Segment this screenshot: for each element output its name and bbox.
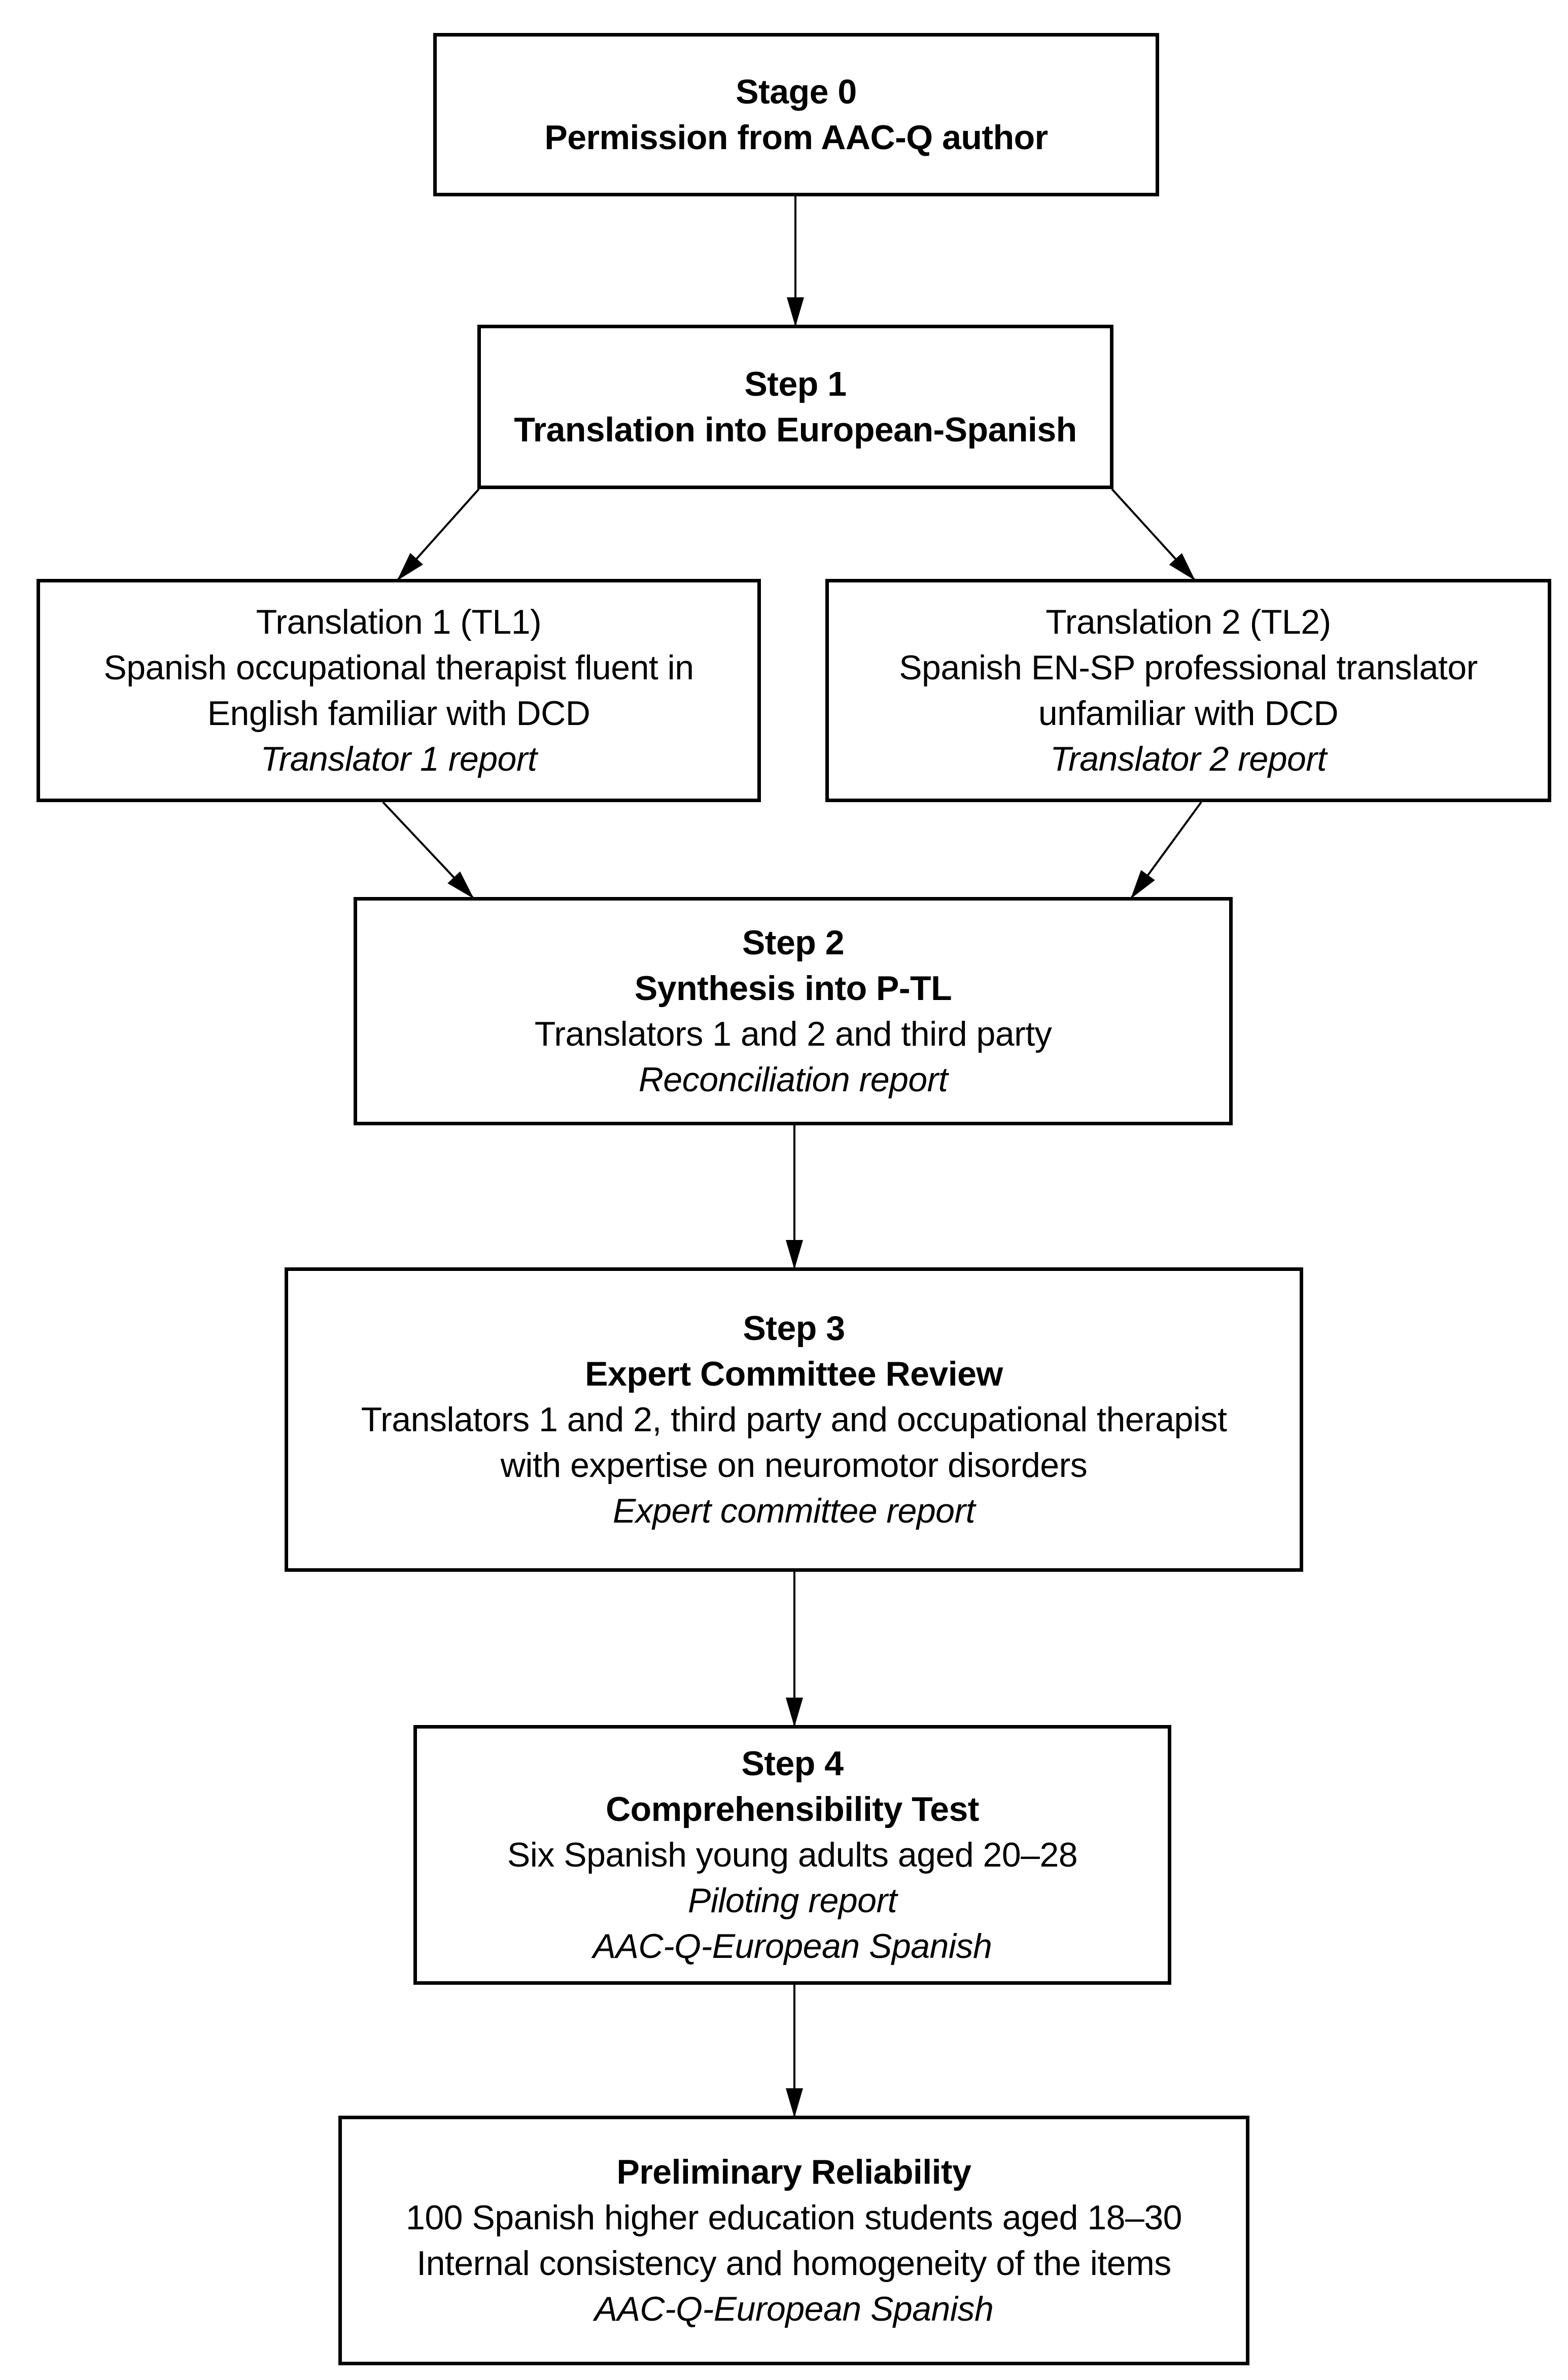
step4-description-line: Six Spanish young adults aged 20–28	[507, 1836, 1078, 1874]
translation2-title-line: Translation 2 (TL2)	[1046, 603, 1331, 641]
step4-title-line: Step 4	[741, 1744, 844, 1783]
node-preliminary-reliability: Preliminary Reliability 100 Spanish high…	[338, 2116, 1249, 2365]
step2-subtitle-line: Synthesis into P-TL	[634, 969, 952, 1008]
translation1-title-line: Translation 1 (TL1)	[256, 603, 542, 641]
arrow-step1-to-translation2	[1111, 488, 1196, 581]
preliminary-output-line: AAC-Q-European Spanish	[594, 2290, 994, 2328]
step2-description-line: Translators 1 and 2 and third party	[534, 1015, 1052, 1053]
step4-output-line: AAC-Q-European Spanish	[593, 1927, 992, 1965]
step3-description-line: with expertise on neuromotor disorders	[500, 1446, 1088, 1485]
translation2-report-line: Translator 2 report	[1050, 740, 1327, 778]
step4-report-line: Piloting report	[687, 1881, 897, 1920]
translation1-description-line: Spanish occupational therapist fluent in	[103, 648, 694, 687]
step3-report-line: Expert committee report	[612, 1492, 975, 1530]
preliminary-description-line: 100 Spanish higher education students ag…	[406, 2198, 1182, 2237]
step1-title-line: Step 1	[744, 365, 847, 403]
step3-subtitle-line: Expert Committee Review	[585, 1355, 1003, 1393]
arrow-translation2-to-step2	[1130, 801, 1202, 899]
step2-title-line: Step 2	[742, 923, 845, 962]
node-translation2: Translation 2 (TL2) Spanish EN-SP profes…	[825, 579, 1551, 802]
node-step1: Step 1 Translation into European-Spanish	[477, 325, 1113, 489]
preliminary-description-line: Internal consistency and homogeneity of …	[416, 2244, 1171, 2283]
translation2-description-line: Spanish EN-SP professional translator	[899, 648, 1478, 687]
node-step2: Step 2 Synthesis into P-TL Translators 1…	[354, 897, 1233, 1125]
node-translation1: Translation 1 (TL1) Spanish occupational…	[37, 579, 761, 802]
stage0-description-line: Permission from AAC-Q author	[544, 118, 1048, 157]
preliminary-title-line: Preliminary Reliability	[616, 2153, 971, 2191]
translation1-description-line: English familiar with DCD	[207, 694, 590, 733]
stage0-title-line: Stage 0	[736, 73, 857, 111]
step1-description-line: Translation into European-Spanish	[514, 410, 1077, 449]
node-step4: Step 4 Comprehensibility Test Six Spanis…	[413, 1725, 1171, 1985]
step3-description-line: Translators 1 and 2, third party and occ…	[361, 1400, 1227, 1439]
step3-title-line: Step 3	[743, 1309, 845, 1348]
node-stage0: Stage 0 Permission from AAC-Q author	[433, 33, 1159, 196]
arrow-translation1-to-step2	[382, 801, 474, 899]
step2-report-line: Reconciliation report	[638, 1060, 948, 1099]
arrow-step1-to-translation1	[397, 488, 480, 581]
translation2-description-line: unfamiliar with DCD	[1038, 694, 1339, 733]
step4-subtitle-line: Comprehensibility Test	[606, 1790, 979, 1829]
node-step3: Step 3 Expert Committee Review Translato…	[285, 1267, 1303, 1572]
translation1-report-line: Translator 1 report	[260, 740, 537, 778]
